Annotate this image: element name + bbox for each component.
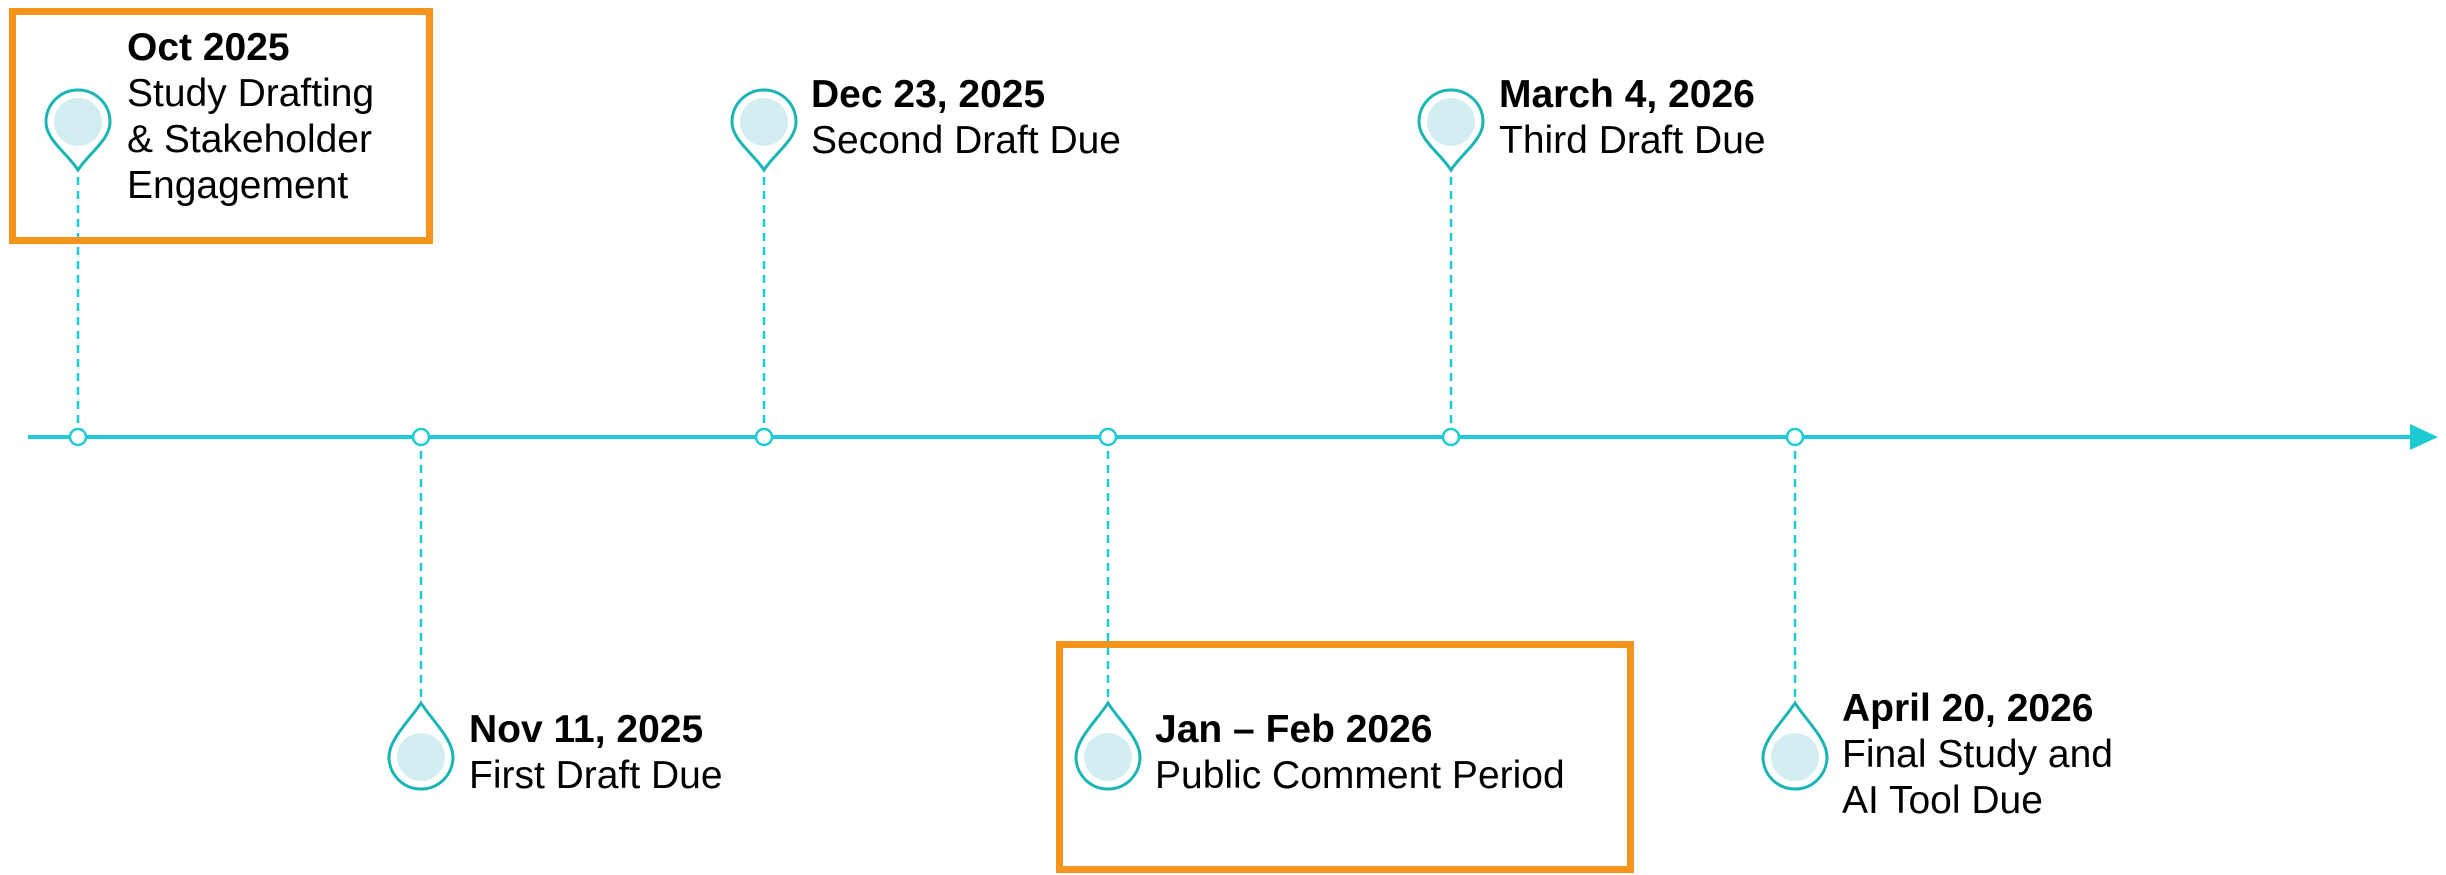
milestone-description-line: Public Comment Period xyxy=(1155,754,1565,797)
milestone-description-line: First Draft Due xyxy=(469,754,723,797)
milestone-description-line: Engagement xyxy=(127,164,349,207)
milestone-label-0: Oct 2025 Study Drafting & Stakeholder En… xyxy=(127,25,374,209)
milestone-label-4: March 4, 2026 Third Draft Due xyxy=(1499,72,1766,164)
map-pin-inner-icon xyxy=(1427,98,1475,146)
milestone-label-1: Nov 11, 2025 First Draft Due xyxy=(469,707,723,799)
milestone-date: March 4, 2026 xyxy=(1499,73,1755,116)
milestone-description-line: Second Draft Due xyxy=(811,119,1122,162)
milestone-node-5 xyxy=(1785,427,1805,447)
highlight-box-oct-2025 xyxy=(9,8,433,244)
milestone-node-3 xyxy=(1098,427,1118,447)
milestone-date: Jan – Feb 2026 xyxy=(1155,708,1433,751)
timeline-arrowhead xyxy=(2410,424,2438,450)
milestone-date: Nov 11, 2025 xyxy=(469,708,704,751)
milestone-node-1 xyxy=(411,427,431,447)
milestone-description-line: & Stakeholder xyxy=(127,118,372,161)
map-pin-inner-icon xyxy=(54,98,102,146)
milestone-node-2 xyxy=(754,427,774,447)
milestone-date: Dec 23, 2025 xyxy=(811,73,1046,116)
milestone-node-0 xyxy=(68,427,88,447)
milestone-node-4 xyxy=(1441,427,1461,447)
milestone-label-3: Jan – Feb 2026 Public Comment Period xyxy=(1155,707,1565,799)
map-pin-inner-icon xyxy=(1084,733,1132,781)
milestone-description-line: AI Tool Due xyxy=(1842,779,2043,822)
milestone-date: April 20, 2026 xyxy=(1842,687,2094,730)
highlight-box-jan-feb-2026 xyxy=(1056,641,1634,873)
milestone-description-line: Study Drafting xyxy=(127,72,375,115)
map-pin-inner-icon xyxy=(397,733,445,781)
map-pin-inner-icon xyxy=(740,98,788,146)
milestone-description-line: Third Draft Due xyxy=(1499,119,1766,162)
map-pin-inner-icon xyxy=(1771,733,1819,781)
milestone-date: Oct 2025 xyxy=(127,26,290,69)
milestone-label-2: Dec 23, 2025 Second Draft Due xyxy=(811,72,1121,164)
milestone-label-5: April 20, 2026 Final Study and AI Tool D… xyxy=(1842,686,2113,824)
milestone-description-line: Final Study and xyxy=(1842,733,2114,776)
